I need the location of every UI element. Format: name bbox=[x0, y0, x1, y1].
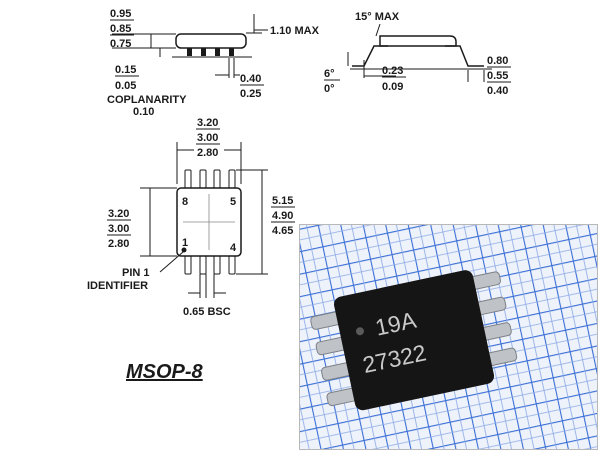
lead-angle-max: 6° bbox=[324, 68, 335, 80]
body-length-max: 3.20 bbox=[108, 208, 129, 220]
body-length-nom: 3.00 bbox=[108, 223, 129, 235]
detail-lead-left bbox=[352, 45, 388, 67]
foot-length-nom: 0.55 bbox=[487, 70, 508, 82]
body-width-nom: 3.00 bbox=[197, 132, 218, 144]
lead-detail: 15° MAX 6° 0° 0.23 0.09 0.80 0.55 0.40 bbox=[324, 11, 511, 97]
total-height-min: 0.75 bbox=[110, 38, 131, 50]
coplanarity-value: 0.10 bbox=[133, 106, 154, 118]
side-view: 0.95 0.85 0.75 0.15 0.05 COPLANARITY 0.1… bbox=[107, 8, 320, 118]
pin-4-label: 4 bbox=[230, 242, 237, 254]
body-width-min: 2.80 bbox=[197, 147, 218, 159]
lead-width-max: 0.40 bbox=[240, 73, 261, 85]
pin1-label: PIN 1 bbox=[122, 267, 150, 279]
top-view: 3.20 3.00 2.80 8 5 1 4 bbox=[87, 117, 295, 318]
chip-body bbox=[334, 270, 495, 411]
overall-width-min: 4.65 bbox=[272, 225, 293, 237]
standoff-max: 0.15 bbox=[115, 64, 136, 76]
photo-frame bbox=[299, 224, 598, 450]
overall-width-nom: 4.90 bbox=[272, 210, 293, 222]
pin-1-label: 1 bbox=[182, 237, 188, 249]
mold-angle: 15° MAX bbox=[355, 11, 400, 23]
pin1-leader bbox=[159, 251, 184, 273]
body-width-max: 3.20 bbox=[197, 117, 218, 129]
body-length-min: 2.80 bbox=[108, 238, 129, 250]
lead-width-min: 0.25 bbox=[240, 88, 261, 100]
body-height-max: 1.10 MAX bbox=[270, 25, 320, 37]
coplanarity-label: COPLANARITY bbox=[107, 94, 187, 106]
side-body-outline bbox=[175, 33, 247, 49]
lead-angle-min: 0° bbox=[324, 83, 335, 95]
top-body-outline bbox=[176, 187, 242, 257]
top-leads-upper bbox=[184, 169, 236, 189]
thickness-max: 0.23 bbox=[382, 65, 403, 77]
total-height-max: 0.95 bbox=[110, 8, 131, 20]
pin1-dot bbox=[181, 247, 187, 253]
package-title: MSOP-8 bbox=[126, 361, 204, 383]
pin-8-label: 8 bbox=[182, 196, 188, 208]
thickness-min: 0.09 bbox=[382, 81, 403, 93]
pitch-label: 0.65 BSC bbox=[183, 306, 231, 318]
total-height-nom: 0.85 bbox=[110, 23, 131, 35]
standoff-min: 0.05 bbox=[115, 80, 136, 92]
top-leads-lower bbox=[184, 255, 236, 275]
foot-length-max: 0.80 bbox=[487, 55, 508, 67]
detail-lead-right bbox=[445, 45, 484, 67]
chip-photo: 19A 27322 bbox=[299, 224, 598, 450]
pin-5-label: 5 bbox=[230, 196, 236, 208]
foot-length-min: 0.40 bbox=[487, 85, 508, 97]
detail-body bbox=[379, 35, 457, 47]
identifier-label: IDENTIFIER bbox=[87, 280, 148, 292]
photo-leads-left bbox=[310, 311, 359, 407]
overall-width-max: 5.15 bbox=[272, 195, 293, 207]
photo-pin1-dot bbox=[355, 327, 364, 336]
side-leads bbox=[187, 48, 234, 56]
